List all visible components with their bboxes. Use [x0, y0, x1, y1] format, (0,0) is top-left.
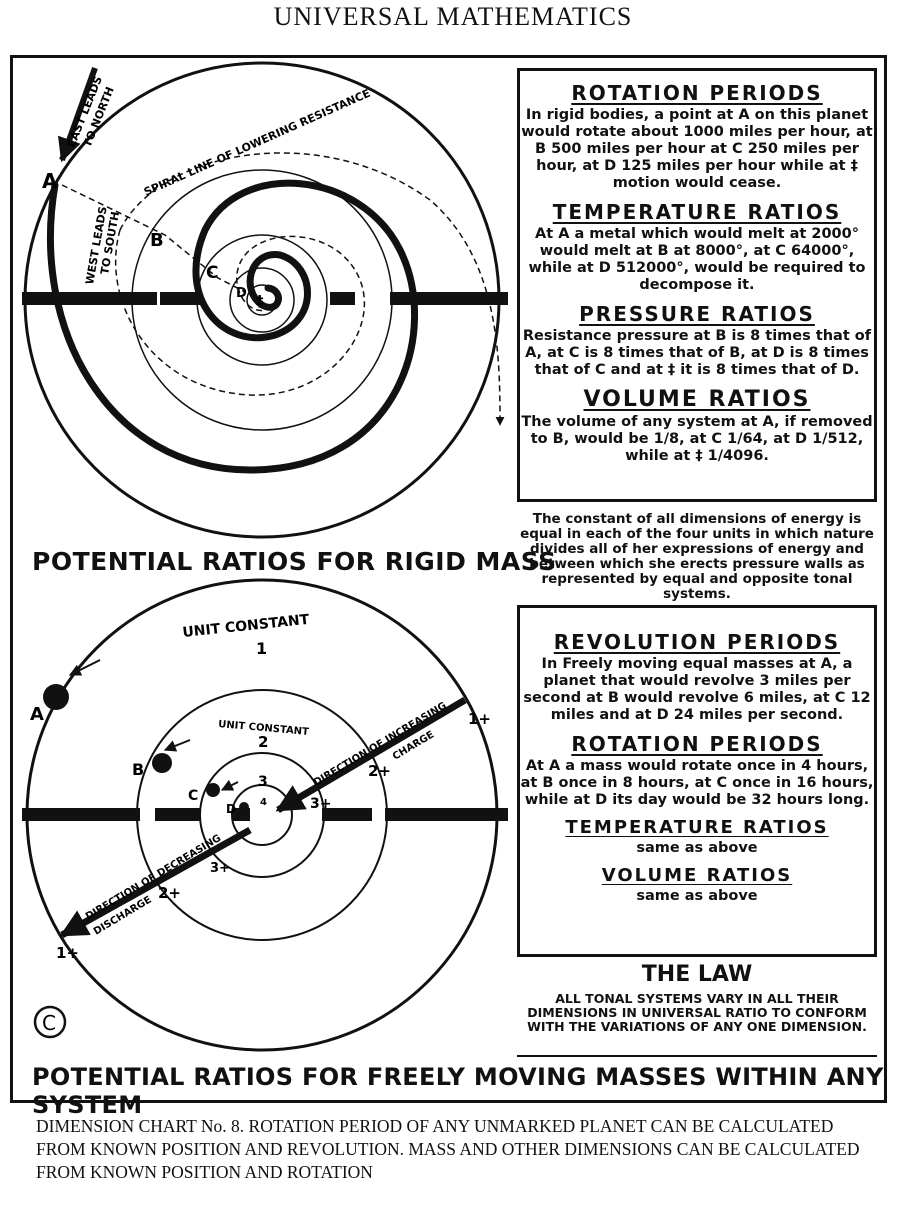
planet-C [206, 783, 220, 797]
planet-B [152, 753, 172, 773]
label-n4: 4 [260, 797, 267, 808]
axis-band-right [390, 292, 508, 305]
label-A-bottom: A [30, 704, 44, 725]
marker-1-minus: 1+ [56, 944, 79, 962]
free-mass-box: REVOLUTION PERIODS In Freely moving equa… [517, 605, 877, 957]
label-dagger-top: ‡ [256, 292, 264, 310]
planet-A [43, 684, 69, 710]
volume-text-bottom: same as above [636, 888, 758, 904]
volume-title-top: VOLUME RATIOS [583, 387, 811, 412]
temperature-title-top: TEMPERATURE RATIOS [552, 200, 842, 224]
marker-1-plus: 1+ [468, 710, 491, 728]
constant-statement: The constant of all dimensions of energy… [520, 511, 874, 602]
volume-title-bottom: VOLUME RATIOS [601, 865, 793, 886]
temperature-title-bottom: TEMPERATURE RATIOS [565, 817, 829, 838]
copyright-letter: C [42, 1011, 56, 1035]
top-diagram: EAST LEADS TO NORTH WEST LEADS TO SOUTH … [22, 61, 508, 539]
caption-freely-moving: POTENTIAL RATIOS FOR FREELY MOVING MASSE… [32, 1063, 884, 1119]
label-n3: 3 [258, 774, 268, 790]
label-n2: 2 [258, 733, 268, 751]
label-D-bottom: D [226, 802, 236, 816]
marker-2-minus: 2+ [158, 884, 181, 902]
temperature-text-bottom: same as above [636, 840, 758, 856]
page-header: UNIVERSAL MATHEMATICS [273, 2, 633, 31]
law-divider [517, 1055, 877, 1057]
rotation-title-top: ROTATION PERIODS [571, 81, 823, 105]
label-A-top: A [42, 169, 58, 193]
label-decreasing: DIRECTION OF DECREASING [84, 833, 223, 923]
label-B-bottom: B [132, 760, 144, 779]
rotation-text-top: In rigid bodies, a point at A on this pl… [521, 107, 873, 191]
label-spiral: SPIRAL LINE OF LOWERING RESISTANCE [142, 87, 372, 199]
rotation-title-bottom: ROTATION PERIODS [571, 732, 823, 756]
copyright-icon [33, 1005, 67, 1039]
marker-3-plus: 3+ [310, 796, 331, 812]
bottom-diagram: UNIT CONSTANT 1 UNIT CONSTANT 2 3 4 A B … [22, 578, 508, 1052]
rigid-mass-box: ROTATION PERIODS In rigid bodies, a poin… [517, 68, 877, 502]
chart-frame [10, 55, 887, 1103]
rotation-text-bottom: At A a mass would rotate once in 4 hours… [520, 758, 874, 808]
pressure-title: PRESSURE RATIOS [579, 302, 815, 326]
marker-3-minus: 3+ [210, 861, 230, 876]
east-arrow [57, 66, 98, 163]
label-C-bottom: C [188, 788, 198, 804]
footer-caption: DIMENSION CHART No. 8. ROTATION PERIOD O… [36, 1116, 860, 1182]
label-B-top: B [150, 230, 164, 251]
charge-arrow [275, 696, 467, 814]
dashed-spiral [119, 152, 505, 426]
label-D-top: D [236, 286, 247, 301]
planet-D [239, 802, 249, 812]
caption-rigid-mass: POTENTIAL RATIOS FOR RIGID MASS [32, 547, 557, 576]
label-unit-constant-1: UNIT CONSTANT [182, 612, 311, 641]
volume-text-top: The volume of any system at A, if remove… [521, 414, 873, 464]
thick-spiral [47, 179, 419, 474]
revolution-text: In Freely moving equal masses at A, a pl… [523, 656, 871, 723]
law-title: THE LAW [641, 962, 753, 987]
temperature-text-top: At A a metal which would melt at 2000° w… [528, 226, 866, 293]
law-text: ALL TONAL SYSTEMS VARY IN ALL THEIR DIME… [527, 991, 867, 1034]
axis-band-left [22, 292, 157, 305]
discharge-arrow [59, 826, 252, 939]
label-n1: 1 [256, 639, 267, 658]
pressure-text: Resistance pressure at B is 8 times that… [522, 328, 872, 378]
revolution-title: REVOLUTION PERIODS [553, 630, 841, 654]
label-C-top: C [206, 263, 218, 283]
marker-2-plus: 2+ [368, 762, 391, 780]
